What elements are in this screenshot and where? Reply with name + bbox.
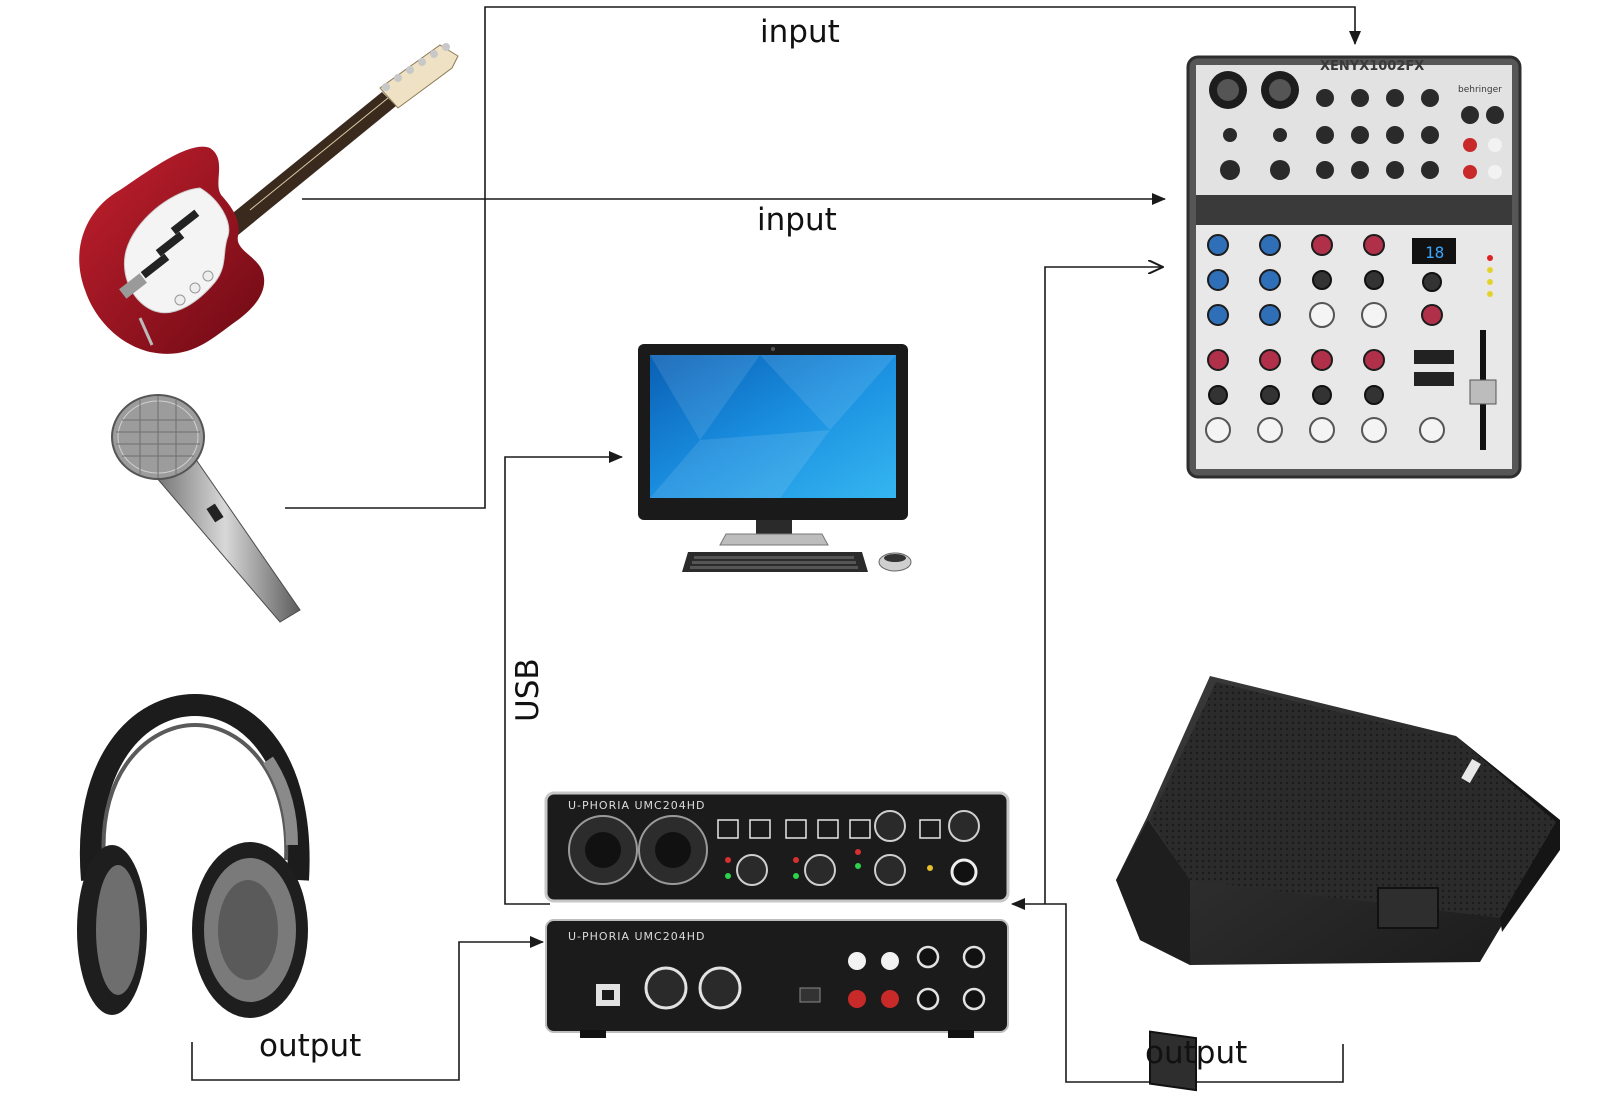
interface-model-front-text: U-PHORIA UMC204HD [568,799,705,812]
headphones-icon [77,693,310,1018]
svg-text:18: 18 [1425,243,1444,262]
audio-interface-back-icon: U-PHORIA UMC204HD [545,919,1009,1038]
interface-to-mixer-line [1044,267,1163,904]
connection-lines [191,6,1361,1083]
mixer-brand-text: XENYX1002FX [1320,59,1424,74]
usb-label: USB [510,658,546,722]
mixer-icon: XENYX1002FX behringer 18 [1186,55,1522,479]
speaker-output-line [1011,898,1344,1083]
electric-guitar-icon [79,43,459,354]
input-label-middle: input [757,202,837,238]
headphones-output-line [191,936,544,1081]
audio-interface-front-icon: U-PHORIA UMC204HD [544,791,1010,903]
input-label-top: input [760,14,840,50]
microphone-icon [111,394,301,623]
output-label-speaker: output [1145,1035,1248,1071]
output-label-headphones: output [259,1028,362,1064]
mixer-maker-text: behringer [1458,85,1502,95]
stage-monitor-speaker-icon [1116,676,1560,1092]
interface-model-back-text: U-PHORIA UMC204HD [568,930,705,943]
usb-line [504,451,623,905]
desktop-computer-icon [638,344,912,572]
mic-to-mixer-line [285,6,1361,509]
